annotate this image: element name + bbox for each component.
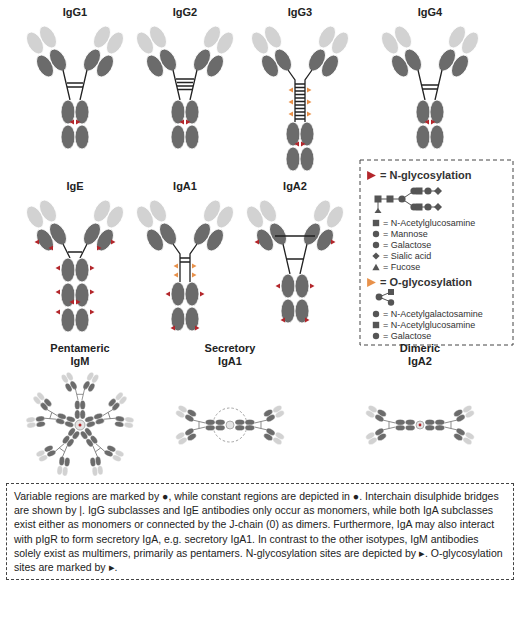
legend-swatch bbox=[372, 263, 380, 271]
glcnac-symbol bbox=[373, 220, 379, 226]
sugar-symbol bbox=[373, 231, 379, 237]
legend-swatch bbox=[372, 241, 380, 249]
igg1-figure bbox=[23, 23, 127, 149]
legend-swatch bbox=[372, 219, 380, 227]
sialic-acid-symbol bbox=[372, 252, 379, 259]
legend-entry: = Sialic acid bbox=[372, 251, 431, 261]
legend-text: = N-glycosylation bbox=[380, 169, 471, 181]
legend-swatch bbox=[372, 230, 380, 238]
igg4-figure bbox=[378, 23, 482, 149]
legend-entry: = Galactose bbox=[372, 240, 431, 250]
glcnac-symbol bbox=[373, 322, 379, 328]
legend-entry: = O-glycosylation bbox=[366, 276, 472, 288]
glycosylation-marker bbox=[367, 171, 376, 180]
caption-box: Variable regions are marked by ●, while … bbox=[6, 483, 514, 580]
legend-swatch bbox=[372, 310, 380, 318]
legend-text: = N-Acetylglucosamine bbox=[383, 320, 475, 330]
dimeric-iga2-figure bbox=[365, 404, 476, 446]
isotype-title: Dimeric IgA2 bbox=[388, 342, 452, 368]
legend-entry: = N-glycosylation bbox=[366, 169, 471, 181]
fucose-symbol bbox=[372, 264, 379, 270]
isotype-title: Secretory IgA1 bbox=[198, 342, 262, 368]
igg3-figure bbox=[248, 23, 352, 171]
legend-entry: = Galactose bbox=[372, 331, 431, 341]
isotype-title: IgA2 bbox=[265, 180, 325, 193]
secretory-iga1-figure bbox=[175, 404, 286, 446]
sugar-symbol bbox=[373, 311, 379, 317]
isotype-title: IgG1 bbox=[45, 6, 105, 19]
legend-entry: = N-Acetylgalactosamine bbox=[372, 309, 483, 319]
legend-text: = Mannose bbox=[383, 229, 428, 239]
iga1-figure bbox=[133, 197, 237, 331]
isotype-title: IgE bbox=[45, 180, 105, 193]
legend-frame bbox=[360, 160, 513, 345]
ige-figure bbox=[23, 197, 127, 332]
isotype-title: IgG4 bbox=[400, 6, 460, 19]
n-glycan-structure bbox=[375, 187, 443, 213]
legend-text: = O-glycosylation bbox=[380, 276, 472, 288]
legend-entry: = Mannose bbox=[372, 229, 428, 239]
legend-entry: = N-Acetylglucosamine bbox=[372, 320, 475, 330]
legend-swatch bbox=[366, 170, 377, 181]
igg2-figure bbox=[133, 23, 237, 149]
iga2-figure bbox=[243, 197, 347, 323]
legend-swatch bbox=[366, 277, 377, 288]
o-glycan-structure bbox=[376, 289, 395, 306]
legend-text: = Galactose bbox=[383, 331, 431, 341]
sugar-symbol bbox=[373, 242, 379, 248]
isotype-title: IgG3 bbox=[270, 6, 330, 19]
legend-swatch bbox=[372, 252, 380, 260]
legend-text: = N-Acetylglucosamine bbox=[383, 218, 475, 228]
legend-text: = Galactose bbox=[383, 240, 431, 250]
isotype-title: IgA1 bbox=[155, 180, 215, 193]
igm-pentamer-figure bbox=[23, 371, 138, 480]
legend-entry: = N-Acetylglucosamine bbox=[372, 218, 475, 228]
legend-entry: = Fucose bbox=[372, 262, 420, 272]
legend-text: = Fucose bbox=[383, 262, 420, 272]
legend-swatch bbox=[372, 332, 380, 340]
isotype-title: IgG2 bbox=[155, 6, 215, 19]
sugar-symbol bbox=[373, 333, 379, 339]
legend-swatch bbox=[372, 321, 380, 329]
caption-text: Variable regions are marked by ●, while … bbox=[14, 490, 503, 573]
legend-text: = N-Acetylgalactosamine bbox=[383, 309, 483, 319]
isotype-title: Pentameric IgM bbox=[48, 342, 112, 368]
glycosylation-marker bbox=[367, 278, 376, 287]
legend-text: = Sialic acid bbox=[383, 251, 431, 261]
